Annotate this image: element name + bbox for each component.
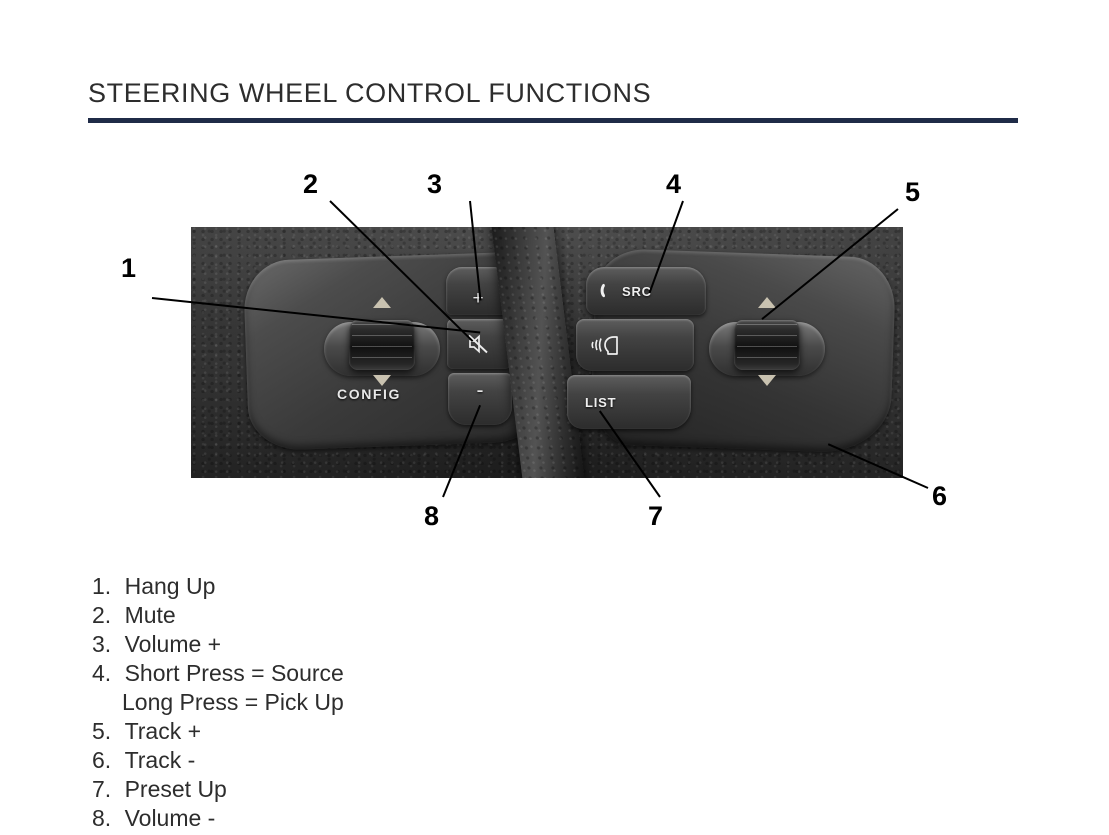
list-item: 3. Volume +	[92, 630, 344, 659]
thumbwheel-ridges	[737, 324, 797, 366]
callout-number-2: 2	[303, 169, 319, 199]
callout-number-7: 7	[648, 501, 664, 531]
list-item: 1. Hang Up	[92, 572, 344, 601]
list-item-label: Volume -	[124, 805, 216, 831]
voice-recognition-button[interactable]	[576, 319, 694, 371]
steering-wheel-controls-photo: CONFIG + - SRC LIST	[191, 227, 903, 478]
thumbwheel-ridges	[352, 324, 412, 366]
list-item-number: 8.	[92, 805, 112, 831]
list-button[interactable]: LIST	[567, 375, 691, 429]
list-item-label: Track -	[124, 747, 196, 773]
config-label: CONFIG	[337, 386, 402, 402]
callout-number-5: 5	[905, 177, 921, 207]
config-thumbwheel[interactable]	[349, 320, 415, 370]
source-button[interactable]: SRC	[586, 267, 706, 315]
track-thumbwheel[interactable]	[734, 320, 800, 370]
callout-number-6: 6	[932, 481, 948, 511]
functions-list: 1. Hang Up 2. Mute 3. Volume + 4. Short …	[92, 572, 344, 833]
list-item-number: 6.	[92, 747, 112, 773]
callout-number-1: 1	[121, 253, 137, 283]
list-item-number: 7.	[92, 776, 112, 802]
list-item: 8. Volume -	[92, 804, 344, 833]
list-item-label: Track +	[124, 718, 202, 744]
minus-icon: -	[476, 378, 484, 402]
track-wheel-up-triangle-icon	[758, 297, 776, 308]
source-button-label: SRC	[622, 283, 652, 299]
list-item-label: Short Press = Source	[124, 660, 344, 686]
plus-icon: +	[472, 287, 484, 309]
list-item: 7. Preset Up	[92, 775, 344, 804]
callout-number-3: 3	[427, 169, 443, 199]
phone-handset-icon	[600, 283, 606, 298]
list-item-number: 2.	[92, 602, 112, 628]
track-wheel-down-triangle-icon	[758, 375, 776, 386]
list-item: 2. Mute	[92, 601, 344, 630]
list-item-continuation: Long Press = Pick Up	[92, 688, 344, 717]
list-item-label: Long Press = Pick Up	[122, 689, 344, 715]
list-item: 5. Track +	[92, 717, 344, 746]
config-wheel-down-triangle-icon	[373, 375, 391, 386]
voice-recognition-icon	[591, 336, 618, 355]
callout-number-8: 8	[424, 501, 440, 531]
list-item-label: Preset Up	[124, 776, 227, 802]
list-item-label: Volume +	[124, 631, 222, 657]
page-title: STEERING WHEEL CONTROL FUNCTIONS	[88, 78, 652, 108]
config-wheel-up-triangle-icon	[373, 297, 391, 308]
list-item-number: 4.	[92, 660, 112, 686]
list-item-label: Hang Up	[124, 573, 216, 599]
list-item-label: Mute	[124, 602, 176, 628]
list-item-number: 5.	[92, 718, 112, 744]
title-divider-rule	[88, 118, 1018, 123]
list-item: 4. Short Press = Source	[92, 659, 344, 688]
list-item: 6. Track -	[92, 746, 344, 775]
volume-down-button[interactable]: -	[448, 373, 512, 425]
callout-number-4: 4	[666, 169, 682, 199]
list-item-number: 1.	[92, 573, 112, 599]
list-item-number: 3.	[92, 631, 112, 657]
list-button-label: LIST	[585, 394, 617, 410]
